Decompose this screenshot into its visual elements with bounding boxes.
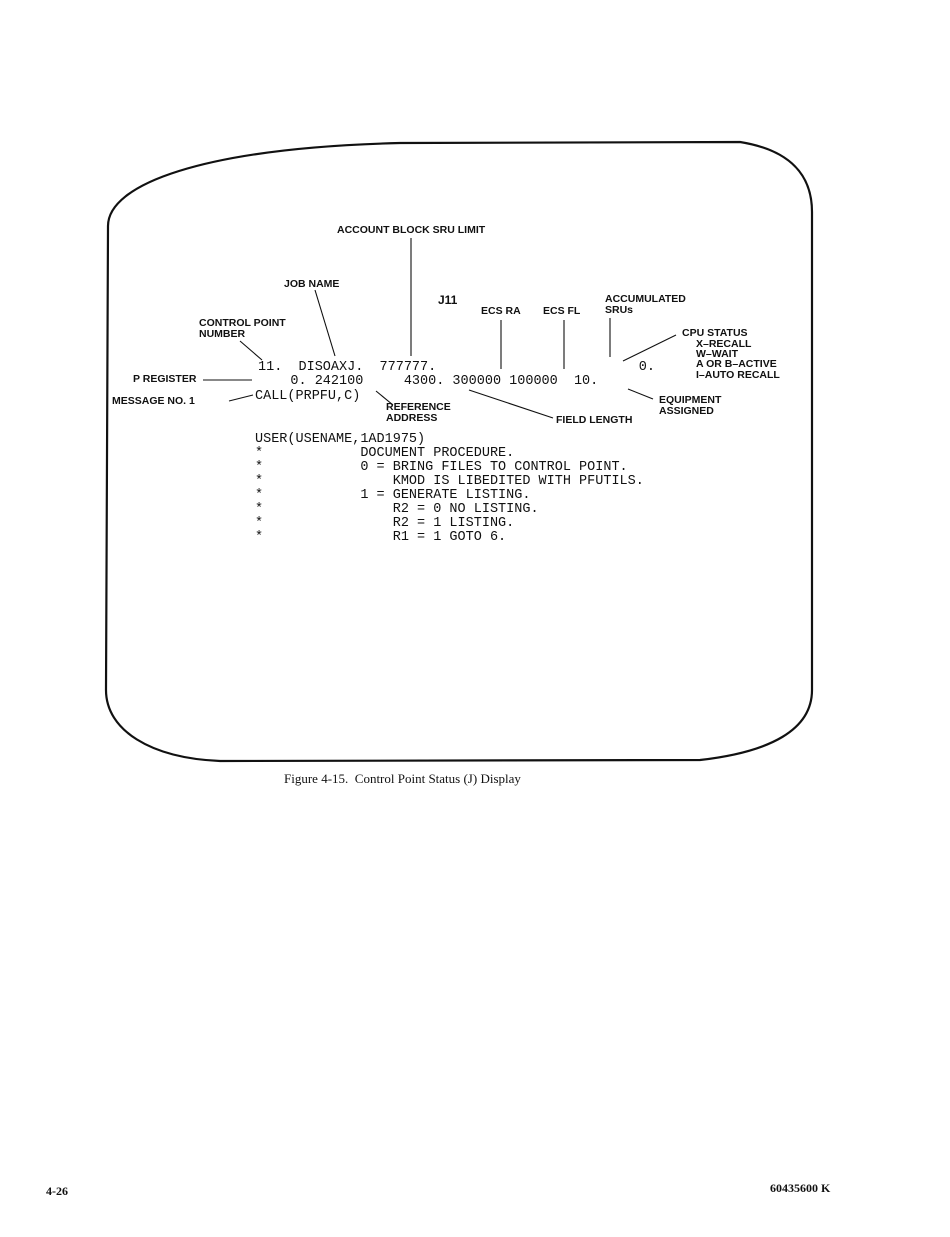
ecs-fl-label: ECS FL	[543, 305, 581, 317]
display-line: * R2 = 0 NO LISTING.	[255, 502, 539, 517]
figure-caption: Figure 4-15. Control Point Status (J) Di…	[284, 771, 521, 786]
display-line: * R2 = 1 LISTING.	[255, 516, 515, 531]
x-recall-label: X–RECALL	[696, 338, 752, 350]
assigned-label: ASSIGNED	[659, 405, 714, 417]
page-number: 4-26	[46, 1184, 68, 1198]
number-label: NUMBER	[199, 328, 246, 340]
display-line: USER(USENAME,1AD1975)	[255, 432, 426, 447]
display-line: * 0 = BRING FILES TO CONTROL POINT.	[255, 460, 628, 475]
job-name-label: JOB NAME	[284, 278, 340, 290]
control-point-label: CONTROL POINT	[199, 317, 286, 329]
cpu-status-label: CPU STATUS	[682, 327, 748, 339]
accumulated-label: ACCUMULATED	[605, 293, 686, 305]
display-row-2: 0. 242100 4300. 300000 100000 10.	[258, 374, 599, 389]
w-wait-label: W–WAIT	[696, 348, 738, 360]
j11-label: J11	[438, 293, 458, 307]
a-or-b-active-label: A OR B–ACTIVE	[696, 358, 777, 370]
account-block-sru-limit-label: ACCOUNT BLOCK SRU LIMIT	[337, 224, 486, 236]
srus-label: SRUs	[605, 304, 634, 316]
p-register-label: P REGISTER	[133, 373, 197, 385]
document-number: 60435600 K	[770, 1181, 831, 1195]
display-line: * 1 = GENERATE LISTING.	[255, 488, 531, 503]
ecs-ra-label: ECS RA	[481, 305, 521, 317]
message-no-label: MESSAGE NO. 1	[112, 395, 195, 407]
display-line: * DOCUMENT PROCEDURE.	[255, 446, 515, 461]
address-label: ADDRESS	[386, 412, 438, 424]
reference-label: REFERENCE	[386, 401, 451, 413]
display-line: * R1 = 1 GOTO 6.	[255, 530, 507, 545]
field-length-label: FIELD LENGTH	[556, 414, 633, 426]
display-line: * KMOD IS LIBEDITED WITH PFUTILS.	[255, 474, 644, 489]
equipment-label: EQUIPMENT	[659, 394, 722, 406]
display-row-1: 11. DISOAXJ. 777777. 0.	[258, 360, 655, 375]
i-auto-recall-label: I–AUTO RECALL	[696, 369, 780, 381]
display-row-3: CALL(PRPFU,C)	[255, 389, 361, 404]
